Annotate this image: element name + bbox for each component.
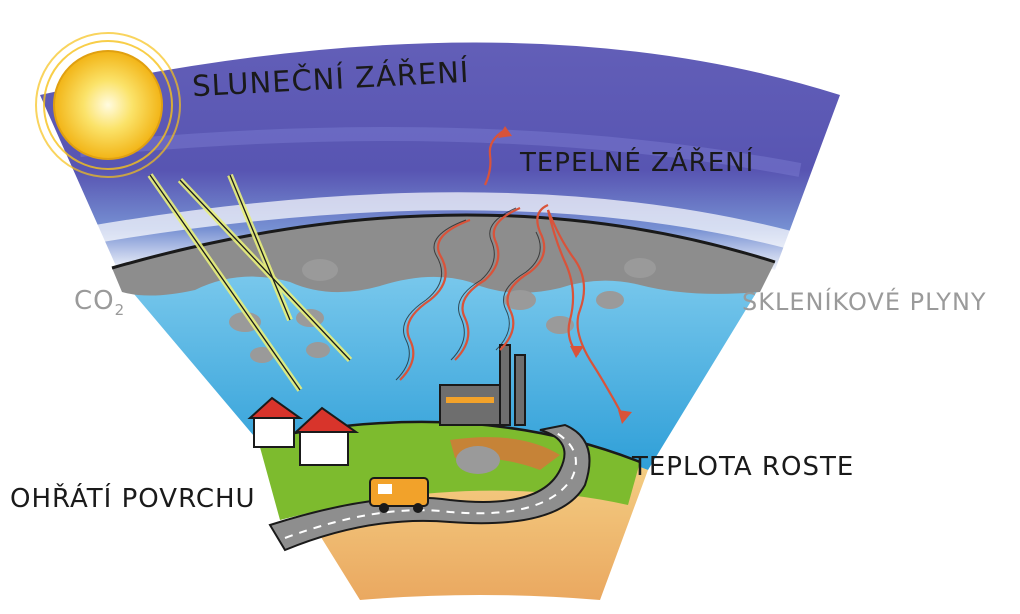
road-centerline <box>284 431 577 539</box>
grass <box>258 421 640 520</box>
label-greenhouse-gases: SKLENÍKOVÉ PLYNY <box>742 288 987 316</box>
sun <box>35 32 181 178</box>
greenhouse-gas-layer <box>112 214 775 296</box>
sky-light-band <box>88 192 793 249</box>
label-co2-subscript: 2 <box>114 301 126 319</box>
heat-arrow-outlines <box>395 207 541 381</box>
label-temperature-rises: TEPLOTA ROSTE <box>632 452 855 482</box>
houses <box>247 396 360 466</box>
field-red <box>450 437 560 470</box>
label-thermal-radiation: TEPELNÉ ZÁŘENÍ <box>520 148 755 178</box>
label-surface-heating: OHŘÁTÍ POVRCHU <box>10 484 256 514</box>
truck <box>369 477 429 513</box>
heat-arrows <box>399 129 626 421</box>
label-co2-main: CO <box>74 286 115 316</box>
gas-layer-outline <box>111 213 776 270</box>
label-co2: CO2 <box>74 286 125 319</box>
sky-streak <box>79 127 802 177</box>
heat-arrowheads <box>498 126 632 424</box>
solar-arrow-outlines <box>149 174 351 391</box>
factory <box>439 344 526 474</box>
